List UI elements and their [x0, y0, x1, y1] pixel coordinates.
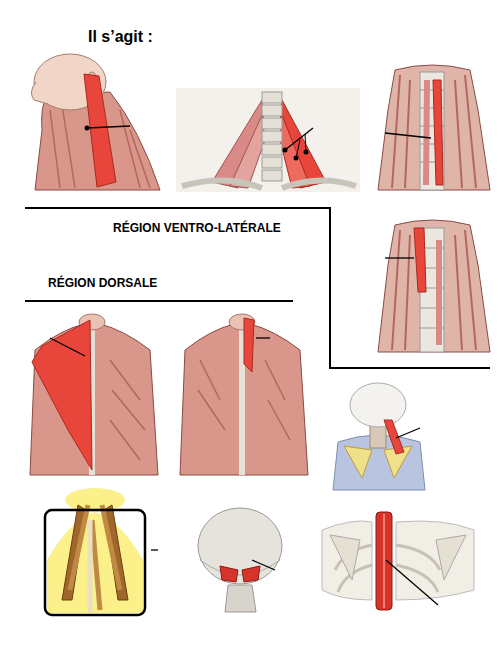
back-figure — [30, 314, 158, 475]
deep-muscle-figure — [45, 488, 158, 615]
skeleton-back-figure — [322, 512, 474, 610]
prevertebral-figure — [378, 220, 490, 352]
scalene-figure — [176, 88, 360, 192]
page-title: Il s’agit : — [88, 28, 153, 46]
lateral-neck-figure — [31, 54, 160, 190]
prevertebral-figure — [378, 65, 490, 190]
back-figure — [180, 314, 308, 475]
back-figure — [333, 383, 425, 490]
region-label: RÉGION DORSALE — [48, 276, 157, 290]
region-label: RÉGION VENTRO-LATÉRALE — [113, 221, 281, 235]
skull-figure — [198, 508, 282, 612]
region-divider — [25, 300, 293, 302]
